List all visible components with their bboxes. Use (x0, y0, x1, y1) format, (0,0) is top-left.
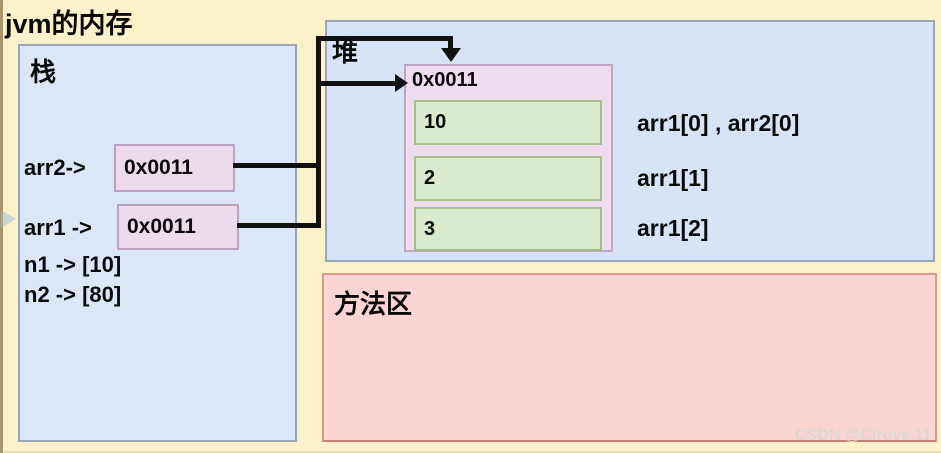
arrowhead-down-icon (441, 48, 461, 62)
array-slot-1: 2 (414, 156, 602, 201)
var-n2-line: n2 -> [80] (24, 282, 122, 307)
heap-array-object: 0x0011 10 2 3 (404, 64, 613, 252)
array-slot-0: 10 (414, 100, 602, 145)
method-area-label: 方法区 (334, 289, 413, 319)
var-arr2-pointer-value: 0x0011 (124, 156, 193, 179)
down-connector-line (448, 38, 453, 50)
array-slot-1-label: arr1[1] (637, 165, 709, 191)
array-slot-0-label: arr1[0] , arr2[0] (637, 110, 800, 136)
var-arr2-pointer-box: 0x0011 (114, 144, 235, 192)
pointer-merge-vertical-line (316, 36, 321, 228)
address-connector-line (316, 81, 398, 86)
bottom-edge-line (0, 451, 941, 453)
arr2-pointer-line (233, 163, 318, 168)
array-slot-2-value: 3 (424, 217, 436, 240)
var-arr1-name: arr1 -> (24, 215, 92, 240)
array-slot-1-value: 2 (424, 167, 436, 189)
diagram-title: jvm的内存 (5, 9, 133, 39)
watermark: CSDN @Clrove.11 (795, 427, 932, 444)
arr1-pointer-line (237, 223, 321, 228)
stack-region: 栈 arr2-> 0x0011 arr1 -> 0x0011 n1 -> [10… (18, 44, 297, 442)
method-area-region: 方法区 (322, 273, 937, 442)
stack-label: 栈 (30, 57, 57, 87)
heap-label: 堆 (332, 37, 359, 67)
array-slot-0-value: 10 (424, 111, 447, 133)
var-arr1-pointer-value: 0x0011 (127, 215, 196, 238)
heap-region: 堆 0x0011 10 2 3 arr1[0] , arr2[0] arr1[1… (325, 20, 935, 262)
var-n1-line: n1 -> [10] (24, 252, 122, 277)
top-connector-line (316, 36, 453, 41)
var-arr1-pointer-box: 0x0011 (117, 204, 239, 250)
heap-object-address: 0x0011 (412, 69, 478, 91)
var-arr2-name: arr2-> (24, 155, 86, 180)
array-slot-2-label: arr1[2] (637, 215, 709, 241)
array-slot-2: 3 (414, 207, 602, 251)
arrowhead-right-icon (395, 74, 408, 92)
faded-left-arrow-icon (1, 210, 16, 228)
